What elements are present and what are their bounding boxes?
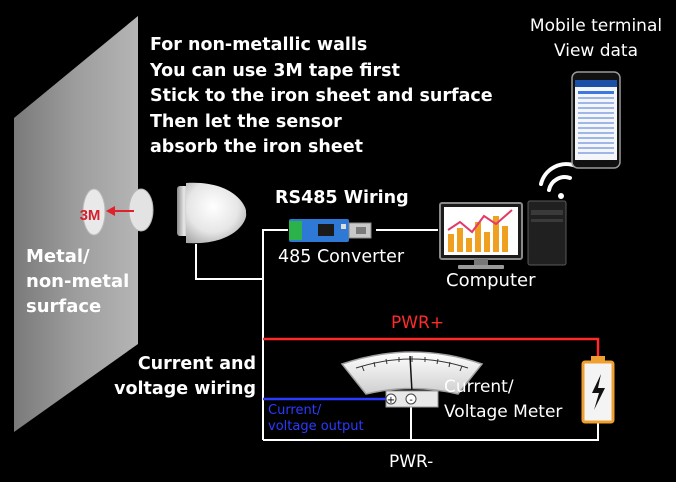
phone-icon bbox=[571, 71, 621, 169]
attach-arrow-icon bbox=[106, 206, 134, 216]
surface-label-line: non-metal bbox=[26, 271, 130, 292]
wiring-label-line: voltage wiring bbox=[114, 379, 256, 399]
wiring-label: Current and voltage wiring bbox=[96, 352, 256, 402]
surface-label-line: surface bbox=[26, 296, 102, 317]
rs485-wiring-label: RS485 Wiring bbox=[275, 188, 409, 208]
mobile-terminal-label: Mobile terminal View data bbox=[508, 14, 676, 64]
signal-wires bbox=[195, 229, 599, 441]
converter-label: 485 Converter bbox=[278, 247, 405, 267]
instruction-line: For non-metallic walls bbox=[150, 35, 368, 55]
meter-label-line: Voltage Meter bbox=[444, 402, 563, 422]
meter-plus-terminal: + bbox=[387, 395, 395, 406]
pwr-plus-wire bbox=[263, 337, 600, 360]
sensor-icon bbox=[177, 182, 247, 244]
tape-disc-icon: 3M bbox=[80, 188, 106, 236]
mobile-label-line: Mobile terminal bbox=[529, 16, 663, 36]
meter-label-line: Current/ bbox=[444, 377, 514, 397]
instruction-line: absorb the iron sheet bbox=[150, 137, 363, 157]
surface-label-line: Metal/ bbox=[26, 246, 90, 267]
output-label-line: voltage output bbox=[268, 419, 364, 434]
output-label-line: Current/ bbox=[268, 403, 322, 418]
instruction-line: Stick to the iron sheet and surface bbox=[150, 86, 493, 106]
computer-label: Computer bbox=[446, 270, 536, 291]
instruction-line: Then let the sensor bbox=[150, 111, 342, 132]
svg-text:3M: 3M bbox=[80, 207, 101, 224]
computer-icon bbox=[439, 200, 567, 269]
meter-icon: + - bbox=[340, 351, 484, 408]
wall-surface bbox=[14, 16, 138, 432]
pwr-plus-label: PWR+ bbox=[391, 313, 445, 333]
meter-minus-terminal: - bbox=[409, 395, 413, 406]
wiring-label-line: Current and bbox=[137, 354, 256, 374]
pwr-minus-label: PWR- bbox=[389, 452, 434, 472]
meter-label: Current/ Voltage Meter bbox=[444, 375, 562, 425]
usb-converter-icon bbox=[289, 219, 372, 242]
wifi-icon bbox=[539, 162, 578, 199]
battery-icon bbox=[581, 356, 615, 424]
output-label: Current/ voltage output bbox=[268, 403, 364, 435]
instruction-text: For non-metallic walls You can use 3M ta… bbox=[150, 33, 493, 161]
instruction-line: You can use 3M tape first bbox=[150, 60, 400, 81]
mobile-label-line: View data bbox=[553, 41, 639, 61]
surface-label: Metal/ non-metal surface bbox=[26, 244, 129, 319]
